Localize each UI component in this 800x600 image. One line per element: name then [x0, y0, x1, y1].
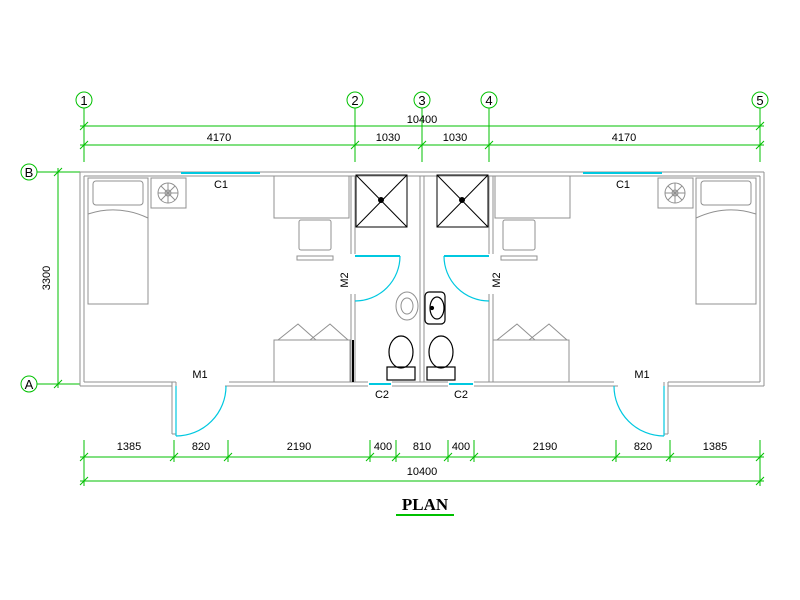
shower-right	[436, 174, 489, 228]
bottom-dimension-lines	[79, 440, 765, 486]
bottom-dimension-6: 400	[452, 441, 470, 453]
desk-right	[494, 175, 571, 261]
top-dimension-4: 4170	[612, 132, 636, 144]
window-label-c1-left: C1	[214, 179, 228, 191]
top-dimension-1: 4170	[207, 132, 231, 144]
top-total-dimension: 10400	[407, 114, 438, 126]
bed-right	[695, 177, 757, 305]
door-label-m2-right: M2	[491, 272, 503, 287]
walls	[79, 171, 765, 435]
bottom-dimension-7: 2190	[533, 441, 557, 453]
bottom-dimension-8: 820	[634, 441, 652, 453]
bottom-dimension-5: 810	[413, 441, 431, 453]
top-dimension-lines	[79, 108, 765, 162]
axis-label-2: 2	[351, 93, 358, 108]
toilet-left	[386, 335, 416, 381]
window-label-c1-right: C1	[616, 179, 630, 191]
plan-title: PLAN	[402, 495, 449, 514]
door-swings	[175, 255, 665, 437]
row-axis-markers	[20, 163, 80, 393]
sink-right	[424, 291, 446, 325]
shower-left	[355, 174, 408, 228]
wardrobe-left	[273, 323, 351, 383]
axis-label-4: 4	[485, 93, 492, 108]
axis-label-b: B	[25, 165, 34, 180]
openings	[181, 172, 662, 385]
axis-label-1: 1	[80, 93, 87, 108]
bottom-dimension-9: 1385	[703, 441, 727, 453]
bottom-dimension-3: 2190	[287, 441, 311, 453]
axis-label-5: 5	[756, 93, 763, 108]
bottom-dimension-1: 1385	[117, 441, 141, 453]
top-dimension-2: 1030	[376, 132, 400, 144]
window-label-c2-right: C2	[454, 389, 468, 401]
fan-left	[150, 177, 187, 209]
bed-left	[87, 177, 149, 305]
axis-label-3: 3	[418, 93, 425, 108]
door-label-m1-right: M1	[634, 369, 649, 381]
top-dimension-3: 1030	[443, 132, 467, 144]
desk-left	[273, 175, 350, 261]
door-label-m1-left: M1	[192, 369, 207, 381]
left-dimension: 3300	[41, 266, 53, 290]
bottom-dimension-4: 400	[374, 441, 392, 453]
door-label-m2-left: M2	[339, 272, 351, 287]
axis-label-a: A	[25, 377, 34, 392]
bottom-total-dimension: 10400	[407, 466, 438, 478]
sink-left	[395, 291, 419, 321]
bottom-dimension-2: 820	[192, 441, 210, 453]
window-label-c2-left: C2	[375, 389, 389, 401]
toilet-right	[426, 335, 456, 381]
fan-right	[657, 177, 694, 209]
wardrobe-right	[492, 323, 570, 383]
